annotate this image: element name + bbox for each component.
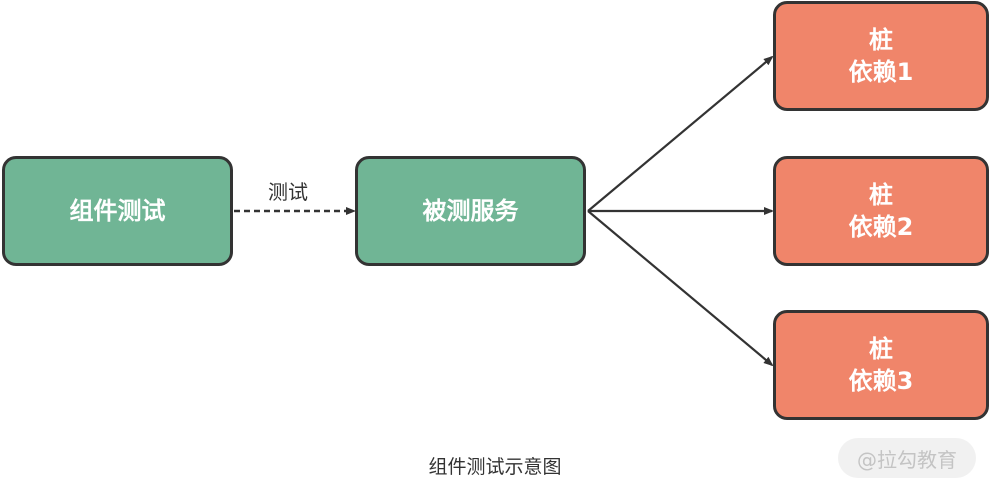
stub-dependency-2-node: 桩 依赖2 [773,156,989,266]
dependency-label: 依赖3 [848,367,914,395]
figure-caption: 组件测试示意图 [428,456,562,478]
component-test-node: 组件测试 [2,156,233,266]
dependency-label: 依赖2 [848,213,914,241]
watermark-badge: @拉勾教育 [838,438,976,478]
arrow-to-stub-1 [587,55,774,212]
test-edge-label: 测试 [268,180,308,204]
component-test-label: 组件测试 [69,197,166,225]
stub-label: 桩 [869,335,893,363]
stub-label: 桩 [869,26,893,54]
dependency-label: 依赖1 [848,58,914,86]
arrow-to-stub-3 [587,210,774,367]
stub-dependency-3-node: 桩 依赖3 [773,310,989,420]
service-under-test-node: 被测服务 [355,156,586,266]
service-under-test-label: 被测服务 [422,197,519,225]
stub-label: 桩 [869,181,893,209]
stub-dependency-1-node: 桩 依赖1 [773,1,989,111]
